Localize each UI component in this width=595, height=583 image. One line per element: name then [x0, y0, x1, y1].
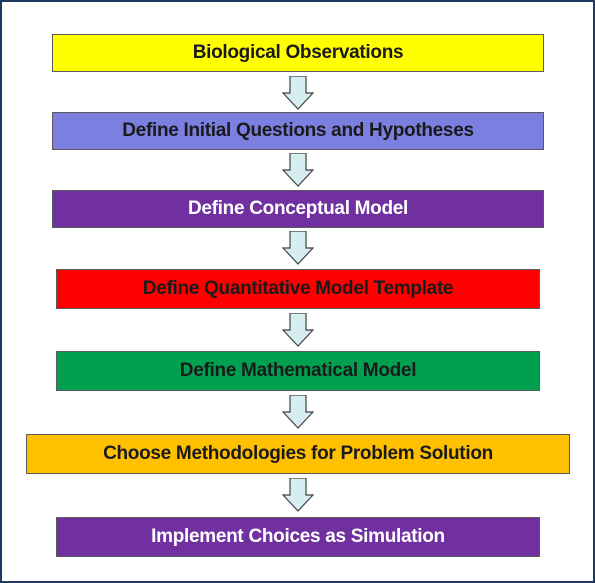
step-label: Define Initial Questions and Hypotheses	[122, 120, 474, 141]
step-label: Define Conceptual Model	[187, 198, 409, 219]
down-arrow-icon	[282, 313, 314, 347]
step-label: Biological Observations	[192, 42, 404, 63]
step-label: Define Mathematical Model	[179, 360, 417, 381]
down-arrow-icon	[282, 231, 314, 265]
step-label: Implement Choices as Simulation	[151, 526, 445, 547]
step-define-conceptual-model: Define Conceptual Model	[52, 190, 544, 228]
step-choose-methodologies: Choose Methodologies for Problem Solutio…	[26, 434, 570, 474]
down-arrow-icon	[282, 153, 314, 187]
step-biological-observations: Biological Observations	[52, 34, 544, 72]
step-label: Define Quantitative Model Template	[142, 278, 454, 299]
step-define-quantitative-model-template: Define Quantitative Model Template	[56, 269, 540, 309]
step-define-initial-questions: Define Initial Questions and Hypotheses	[52, 112, 544, 150]
step-define-mathematical-model: Define Mathematical Model	[56, 351, 540, 391]
down-arrow-icon	[282, 76, 314, 110]
down-arrow-icon	[282, 395, 314, 429]
step-label: Choose Methodologies for Problem Solutio…	[103, 443, 493, 464]
down-arrow-icon	[282, 478, 314, 512]
step-implement-choices: Implement Choices as Simulation	[56, 517, 540, 557]
